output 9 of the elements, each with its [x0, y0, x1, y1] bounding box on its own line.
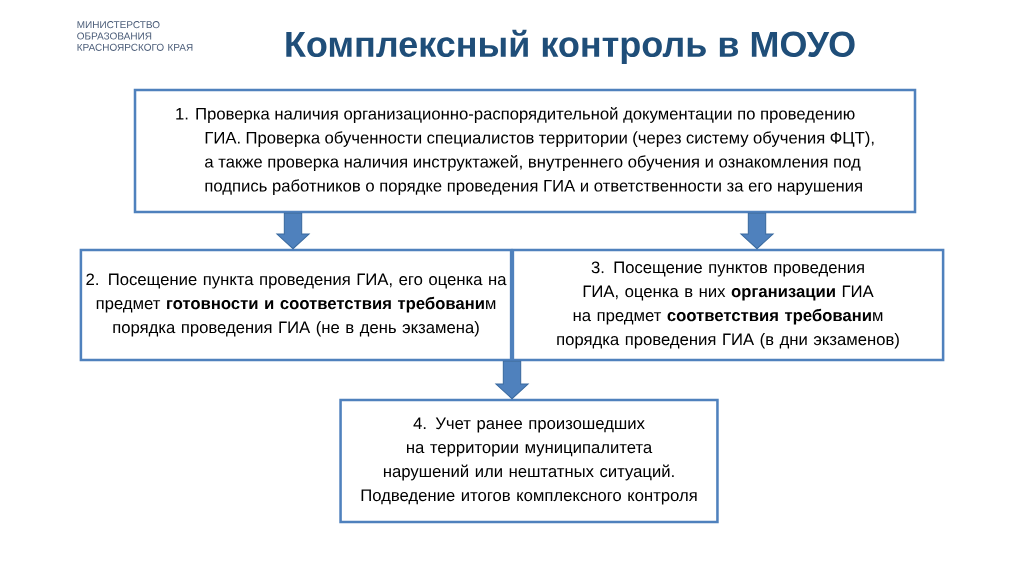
process-box: 1. Проверка наличия организационно-распорядительной документации по проведению ГИА. Проверка обученности специалистов территории (через систему обучения ФЦТ), а также проверка наличия инструктажей, внутреннего обучения и ознакомления под подпись работников о порядке проведения ГИА и ответственности за его нарушения — [133, 88, 917, 214]
process-box: 3. Посещение пунктов проведения ГИА, оценка в них организации ГИА на предмет соответствия требованим порядка проведения ГИА (в дни экзаменов) — [511, 248, 945, 362]
title: Комплексный контроль в МОУО — [286, 29, 855, 65]
arrow — [275, 212, 311, 250]
header-text: МИНИСТЕРСТВО ОБРАЗОВАНИЯ КРАСНОЯРСКОГО КРАЯ — [77, 21, 193, 51]
arrow — [494, 360, 530, 400]
arrow — [739, 212, 775, 250]
process-box: 2. Посещение пункта проведения ГИА, его оценка на предмет готовности и соответствия требованим порядка проведения ГИА (не в день экзамена) — [79, 248, 513, 362]
process-box: 4. Учет ранее произошедших на территории муниципалитета нарушений или нештатных ситуаций. Подведение итогов комплексного контроля — [339, 398, 719, 524]
